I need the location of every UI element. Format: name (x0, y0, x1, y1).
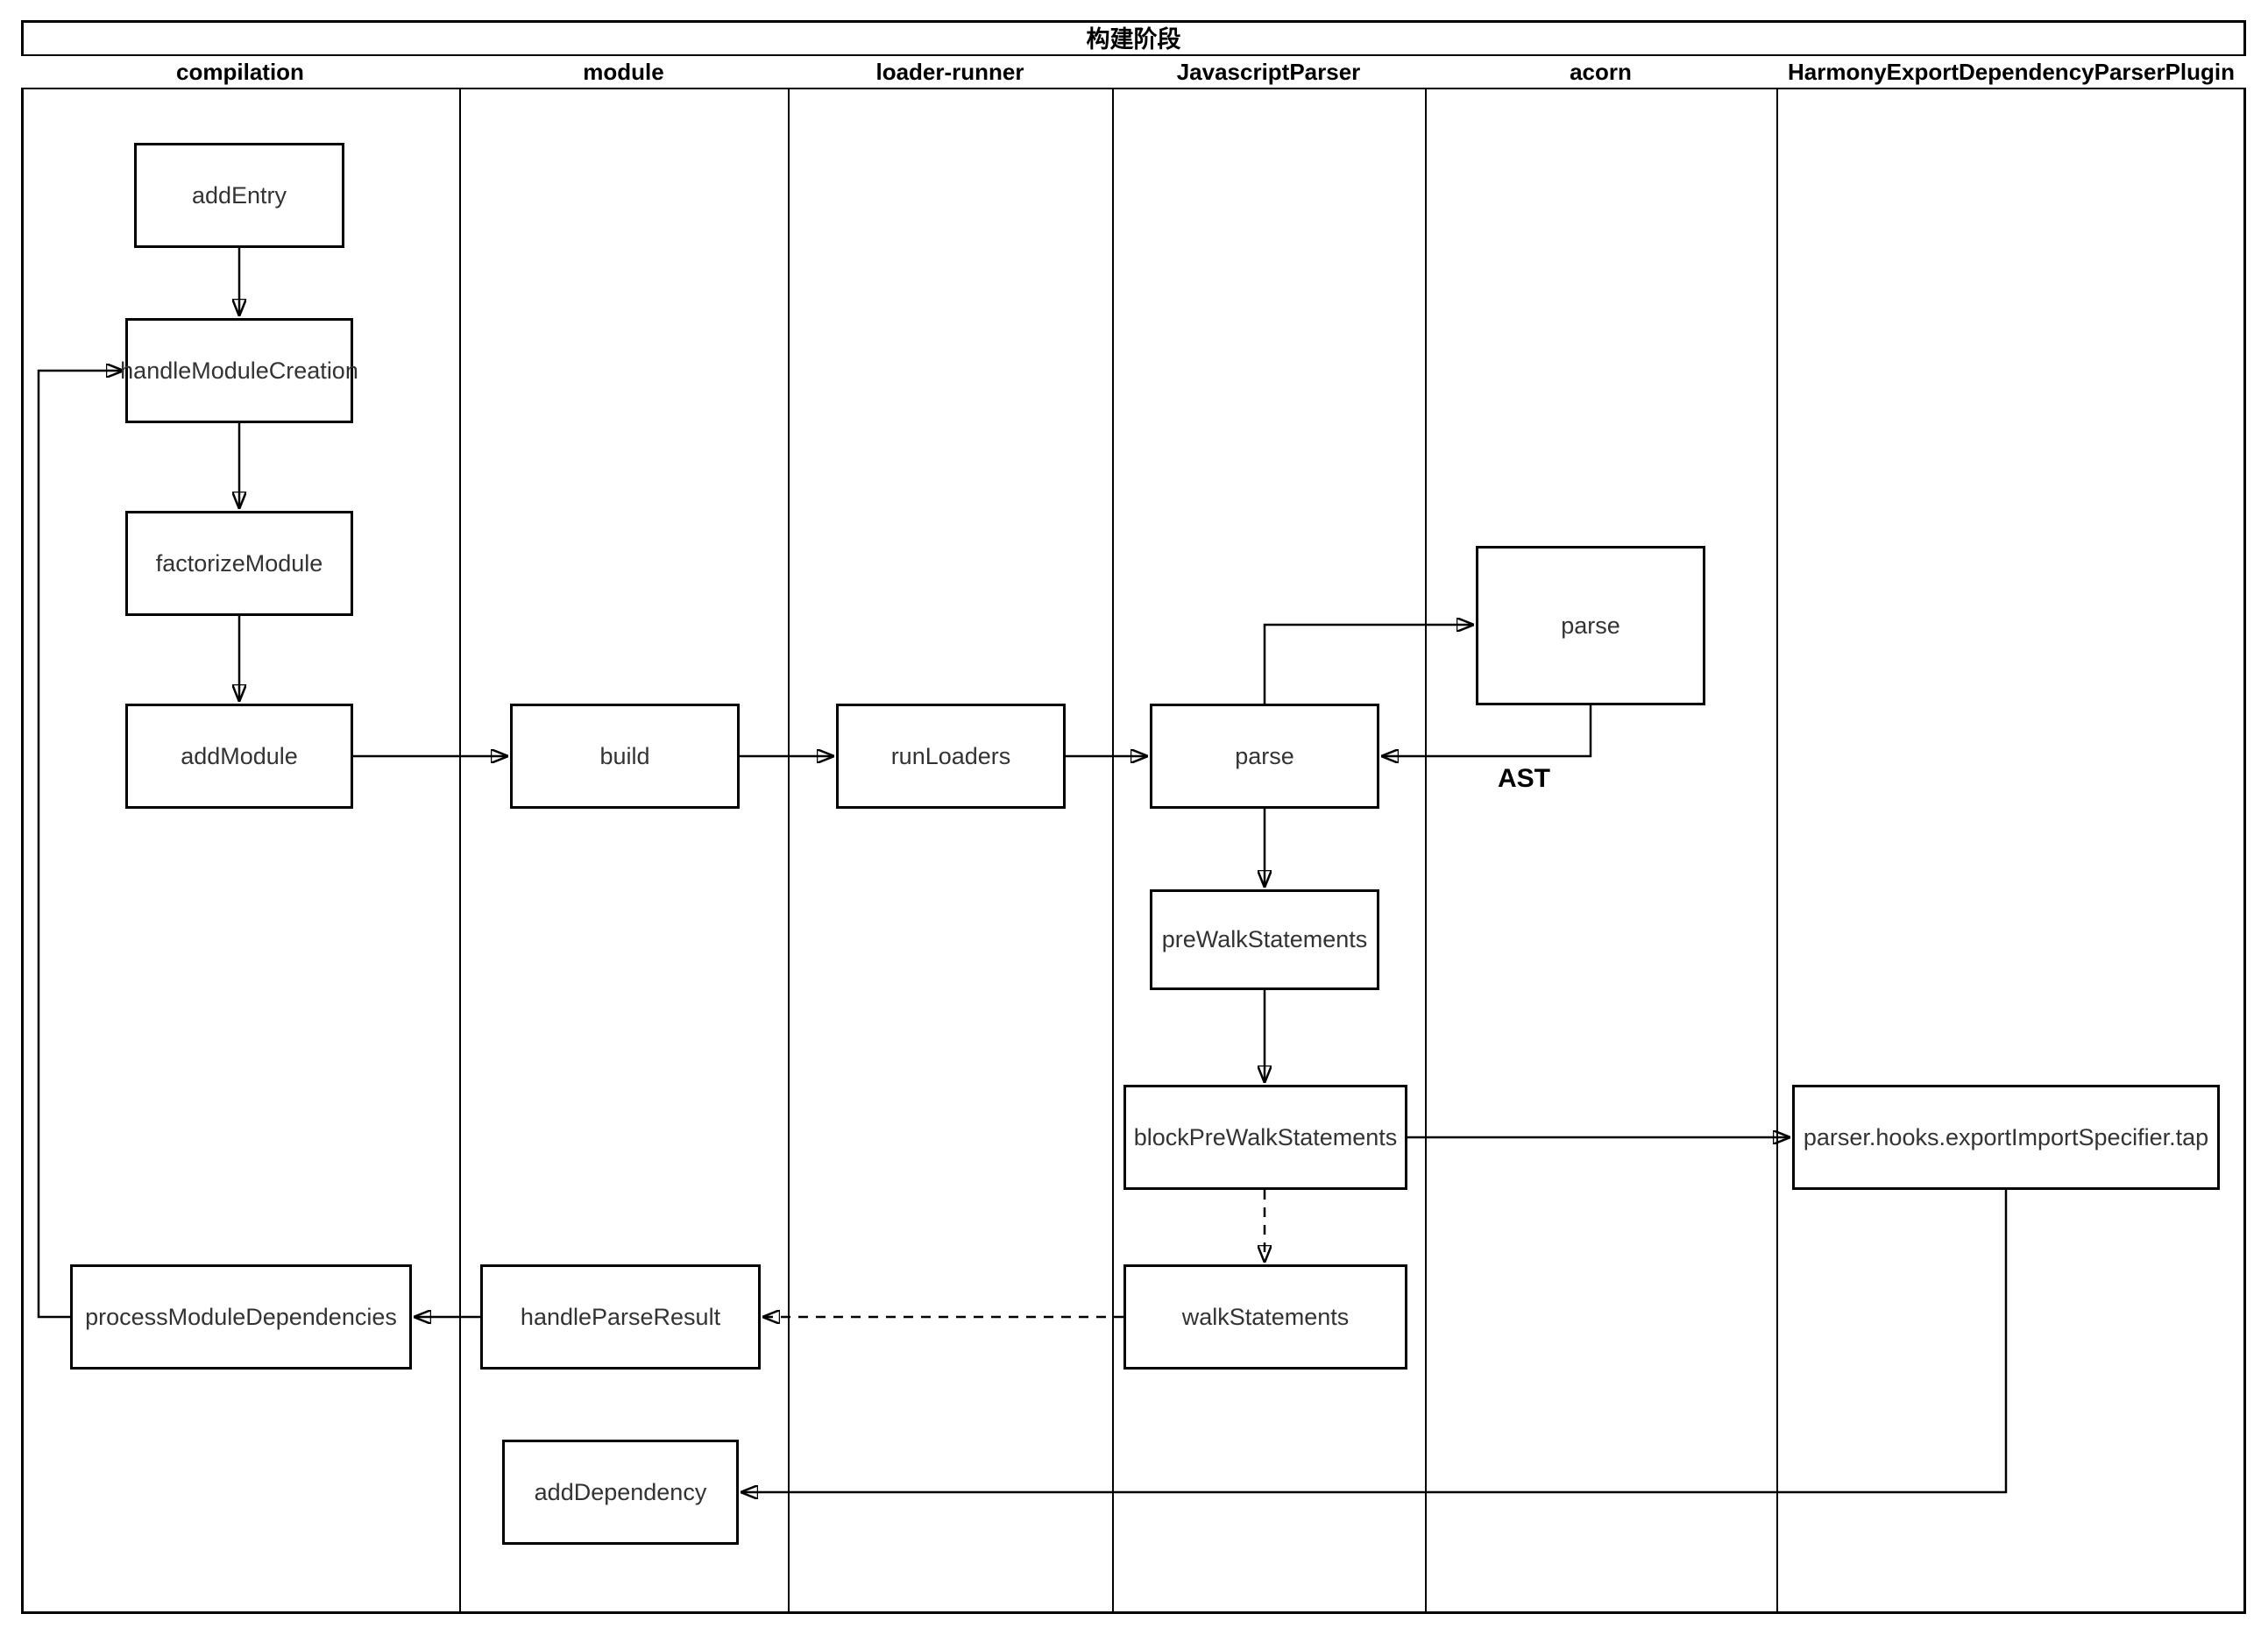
edge-processmoduledependencies-handlemodulecreation (37, 371, 123, 1319)
edge-acornparse-parse-ast (1382, 705, 1592, 756)
lane-divider (1112, 54, 1114, 1614)
node-addmodule[interactable]: addModule (125, 704, 353, 809)
node-adddependency[interactable]: addDependency (502, 1440, 739, 1545)
node-factorizemodule[interactable]: factorizeModule (125, 511, 353, 616)
lane-header-acorn: acorn (1425, 54, 1776, 89)
lane-divider (1776, 54, 1778, 1614)
lane-divider (788, 54, 790, 1614)
lane-header-loader-runner: loader-runner (788, 54, 1112, 89)
node-handlemodulecreation[interactable]: handleModuleCreation (120, 318, 358, 423)
edge-tap-adddependency (741, 1190, 2008, 1492)
lane-divider (459, 54, 461, 1614)
node-blockprewalkstatements[interactable]: blockPreWalkStatements (1123, 1085, 1407, 1190)
diagram-title: 构建阶段 (1086, 26, 1181, 53)
node-addentry[interactable]: addEntry (134, 143, 344, 248)
node-walkstatements[interactable]: walkStatements (1123, 1264, 1407, 1370)
node-runloaders[interactable]: runLoaders (836, 704, 1066, 809)
node-prewalkstatements[interactable]: preWalkStatements (1150, 889, 1379, 990)
lane-divider (1425, 54, 1427, 1614)
edge-parse-acornparse (1263, 625, 1473, 704)
node-parse-acorn[interactable]: parse (1476, 546, 1705, 705)
lane-header-compilation: compilation (21, 54, 459, 89)
node-handleparseresult[interactable]: handleParseResult (480, 1264, 761, 1370)
node-build[interactable]: build (510, 704, 740, 809)
lane-header-javascriptparser: JavascriptParser (1112, 54, 1425, 89)
edge-label-ast: AST (1498, 764, 1550, 793)
node-processmoduledependencies[interactable]: processModuleDependencies (70, 1264, 412, 1370)
node-parse-javascriptparser[interactable]: parse (1150, 704, 1379, 809)
lane-header-module: module (459, 54, 788, 89)
lane-header-harmonyexportdependencyparserplugin: HarmonyExportDependencyParserPlugin (1776, 54, 2246, 89)
node-parser-hooks-exportimportspecifier-tap[interactable]: parser.hooks.exportImportSpecifier.tap (1792, 1085, 2220, 1190)
